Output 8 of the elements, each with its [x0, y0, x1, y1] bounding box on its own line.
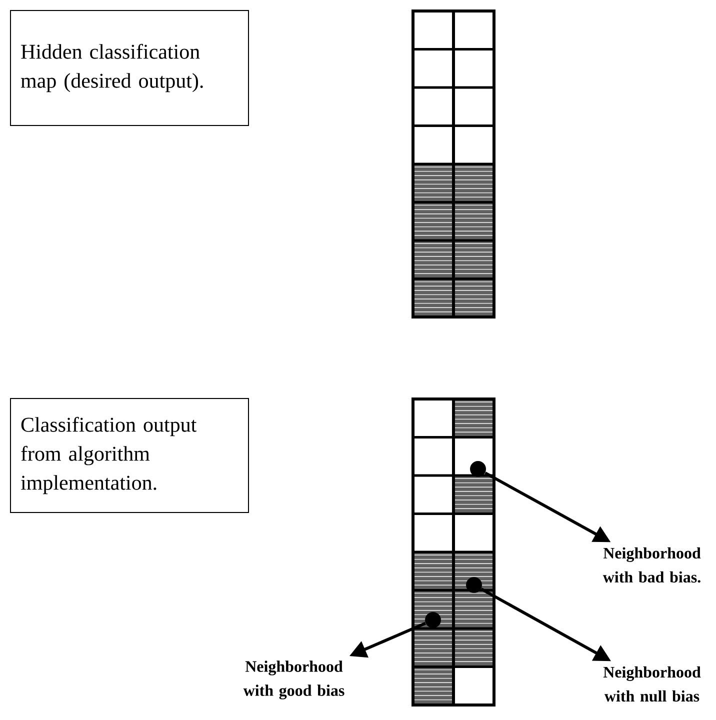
text-box: Hidden classification map (desired output).: [10, 10, 249, 126]
callout-label: Neighborhood with null bias: [603, 666, 701, 702]
dot: [470, 461, 486, 477]
callout-label: Neighborhood with good bias: [243, 660, 344, 700]
text-box: Classification output from algorithm implementation.: [10, 398, 249, 513]
dot: [425, 612, 441, 628]
dot: [466, 577, 482, 593]
callout-label: Neighborhood with bad bias.: [602, 547, 701, 583]
